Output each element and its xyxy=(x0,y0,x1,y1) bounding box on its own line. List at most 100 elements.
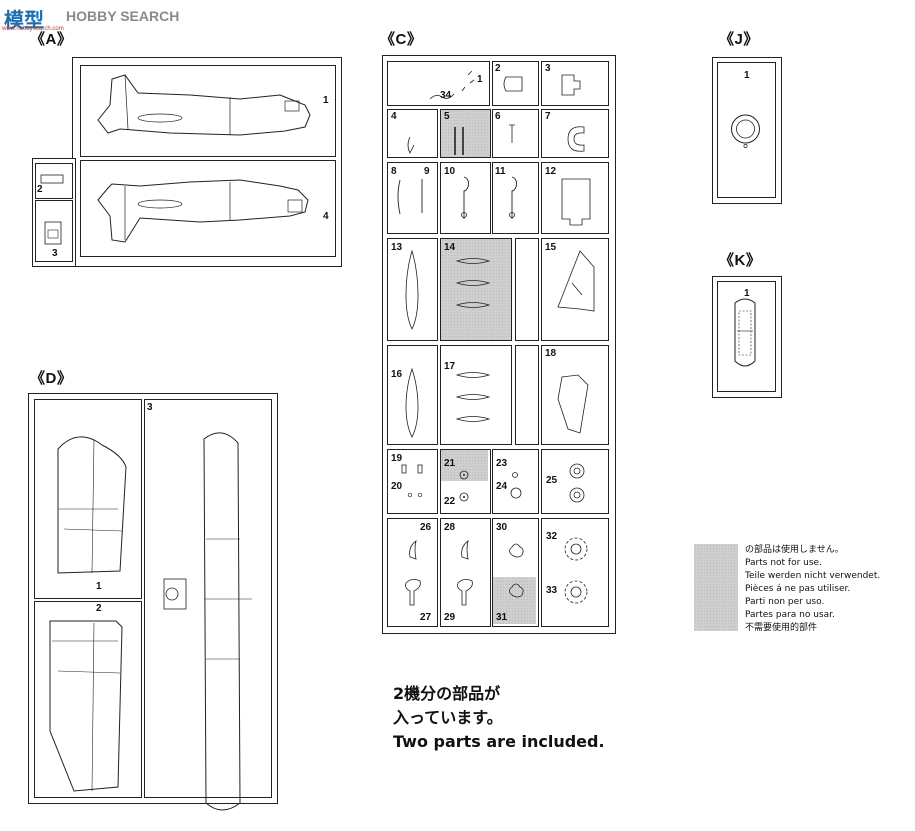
part-c34-num: 34 xyxy=(440,90,452,101)
part-c15-num: 15 xyxy=(545,242,557,253)
sprue-c-part-drawings xyxy=(397,70,595,606)
part-c12-num: 12 xyxy=(545,166,557,177)
sprue-c-cell-7 xyxy=(541,109,609,158)
part-a2-num: 2 xyxy=(37,184,43,195)
part-a1-num: 1 xyxy=(323,95,329,106)
sprue-c-cell-12 xyxy=(541,162,609,234)
not-for-use-swatch xyxy=(694,544,738,631)
part-c14-num: 14 xyxy=(444,242,456,253)
note-line-1: 2機分の部品が xyxy=(393,684,501,703)
part-j1-drawing xyxy=(731,114,760,148)
watermark-brand: HOBBY SEARCH xyxy=(66,8,180,24)
sprue-c-cell-17 xyxy=(440,345,512,445)
part-c32-num: 32 xyxy=(546,531,558,542)
sprue-k-label: 《K》 xyxy=(719,252,762,269)
sprue-j-cell-1 xyxy=(717,62,776,198)
sprue-c-cell-2 xyxy=(492,61,539,106)
sprue-c-cell-16 xyxy=(387,345,438,445)
part-c8-num: 8 xyxy=(391,166,397,177)
part-c30-num: 30 xyxy=(496,522,508,533)
sprue-c-cell-23-24 xyxy=(492,449,539,514)
part-c1-num: 1 xyxy=(477,74,483,85)
sprue-d-label: 《D》 xyxy=(30,370,73,387)
part-c26-num: 26 xyxy=(420,522,432,533)
part-c22-num: 22 xyxy=(444,496,456,507)
part-c33-num: 33 xyxy=(546,585,558,596)
sprue-c-cell-14 xyxy=(440,238,512,341)
part-c20-num: 20 xyxy=(391,481,403,492)
legend-text: の部品は使用しません。 Parts not for use. Teile wer… xyxy=(745,544,880,635)
part-c16-num: 16 xyxy=(391,369,403,380)
note-line-3: Two parts are included. xyxy=(393,732,605,751)
sprue-c-cell-1-34 xyxy=(387,61,490,106)
part-c19-num: 19 xyxy=(391,453,403,464)
legend-line-fr: Pièces á ne pas utiliser. xyxy=(745,584,851,594)
part-c13-num: 13 xyxy=(391,242,403,253)
part-a2-drawing xyxy=(40,174,64,184)
sprue-c-label: 《C》 xyxy=(380,31,423,48)
sprue-d-cell-3 xyxy=(144,399,272,798)
part-c24-num: 24 xyxy=(496,481,508,492)
sprue-a-cell-4 xyxy=(80,160,336,257)
sprue-c-cell-19-20 xyxy=(387,449,438,514)
sprue-d-cell-2 xyxy=(34,601,142,798)
part-a4-num: 4 xyxy=(323,211,329,222)
part-c31-num: 31 xyxy=(496,612,508,623)
part-c25-num: 25 xyxy=(546,475,558,486)
part-c4-num: 4 xyxy=(391,111,397,122)
legend-line-ja: の部品は使用しません。 xyxy=(745,545,844,555)
sprue-c-cell-26-27 xyxy=(387,518,438,627)
part-c11-num: 11 xyxy=(495,166,506,177)
note-line-2: 入っています。 xyxy=(393,708,503,727)
part-d1-drawing xyxy=(57,436,127,574)
part-c27-num: 27 xyxy=(420,612,432,623)
sprue-c-cell-15 xyxy=(541,238,609,341)
part-c5-num: 5 xyxy=(444,111,450,122)
part-c7-num: 7 xyxy=(545,111,551,122)
part-c2-num: 2 xyxy=(495,63,501,74)
part-k1-num: 1 xyxy=(744,288,750,299)
legend-line-de: Teile werden nicht verwendet. xyxy=(745,571,881,581)
logo-text: 模型 xyxy=(4,10,44,32)
two-parts-note: 2機分の部品が 入っています。 Two parts are included. xyxy=(393,682,605,754)
part-c18-num: 18 xyxy=(545,348,557,359)
part-c23-num: 23 xyxy=(496,458,508,469)
sprue-c-cell-10 xyxy=(440,162,491,234)
part-d2-drawing xyxy=(49,620,123,792)
legend-line-es: Partes para no usar. xyxy=(745,610,835,620)
sprue-c-cell-18 xyxy=(541,345,609,445)
sprue-c-cell-blank-2 xyxy=(515,345,539,445)
part-j1-num: 1 xyxy=(744,70,750,81)
part-d2-num: 2 xyxy=(96,603,102,614)
legend-line-en: Parts not for use. xyxy=(745,558,822,568)
sprue-a-cell-3 xyxy=(35,200,73,262)
part-d1-num: 1 xyxy=(96,581,102,592)
sprue-c-cell-13 xyxy=(387,238,438,341)
part-c3-num: 3 xyxy=(545,63,551,74)
part-a3-drawing xyxy=(44,221,62,245)
sprue-c-cell-blank-1 xyxy=(515,238,539,341)
legend-line-it: Parti non per uso. xyxy=(745,597,825,607)
sprue-c-cell-25 xyxy=(541,449,609,514)
sprue-c-cell-8-9 xyxy=(387,162,438,234)
part-c9-num: 9 xyxy=(424,166,430,177)
sprue-c-cell-11 xyxy=(492,162,539,234)
fuselage-left-drawing xyxy=(97,74,311,136)
sprue-j-label: 《J》 xyxy=(719,31,759,48)
sprue-a-cell-2 xyxy=(35,163,73,199)
sprue-c-cell-6 xyxy=(492,109,539,158)
part-c10-num: 10 xyxy=(444,166,456,177)
part-c6-num: 6 xyxy=(495,111,501,122)
sprue-c-cell-4 xyxy=(387,109,438,158)
sprue-c-cell-3 xyxy=(541,61,609,106)
watermark-logo: 模型 www.hobbysearch.com xyxy=(2,4,64,34)
sprue-c-cell-32-33 xyxy=(541,518,609,627)
part-c21-num: 21 xyxy=(444,458,456,469)
sprue-a-label: 《A》 xyxy=(30,31,73,48)
sprue-c-cell-5 xyxy=(440,109,491,158)
part-k1-drawing xyxy=(734,298,756,367)
logo-url: www.hobbysearch.com xyxy=(2,26,64,32)
sprue-c-cell-28-29 xyxy=(440,518,491,627)
part-c28-num: 28 xyxy=(444,522,456,533)
fuselage-right-drawing xyxy=(97,179,309,243)
